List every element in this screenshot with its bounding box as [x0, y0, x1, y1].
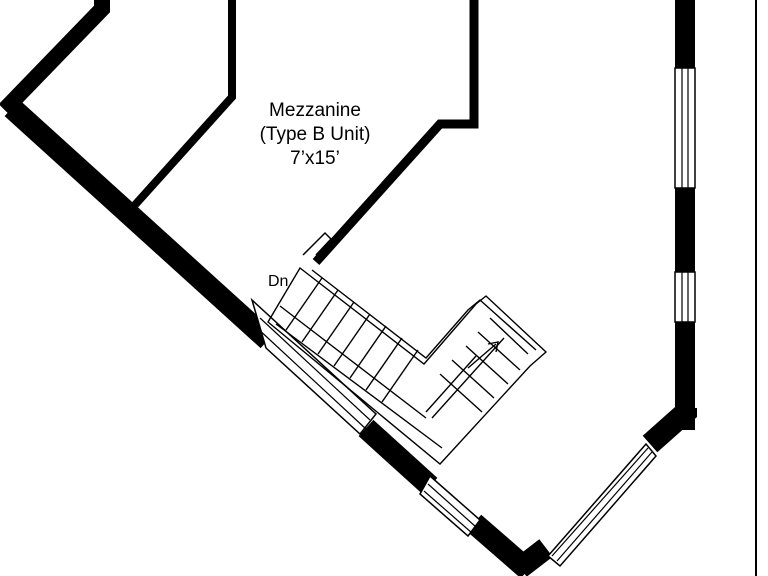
right-window-2	[674, 271, 696, 323]
stair-direction-label: Dn	[268, 273, 289, 290]
room-unit-type: (Type B Unit)	[259, 124, 371, 145]
staircase	[267, 266, 548, 465]
diagonal-window-2	[419, 474, 482, 538]
diagonal-wall-segment-2	[358, 419, 438, 495]
upper-left-wall	[0, 0, 110, 118]
stair-partition-wall	[312, 0, 479, 266]
room-dimensions: 7’x15’	[290, 148, 340, 169]
closet-partition-wall	[131, 0, 236, 209]
stair-rail-stub	[302, 231, 333, 256]
right-window-1	[674, 67, 696, 189]
room-label: Mezzanine (Type B Unit) 7’x15’	[215, 99, 415, 171]
angled-window-lower-right	[546, 442, 657, 568]
room-name: Mezzanine	[269, 100, 361, 121]
bottom-corner-wall	[513, 539, 553, 576]
diagonal-wall-segment-1	[4, 99, 276, 349]
